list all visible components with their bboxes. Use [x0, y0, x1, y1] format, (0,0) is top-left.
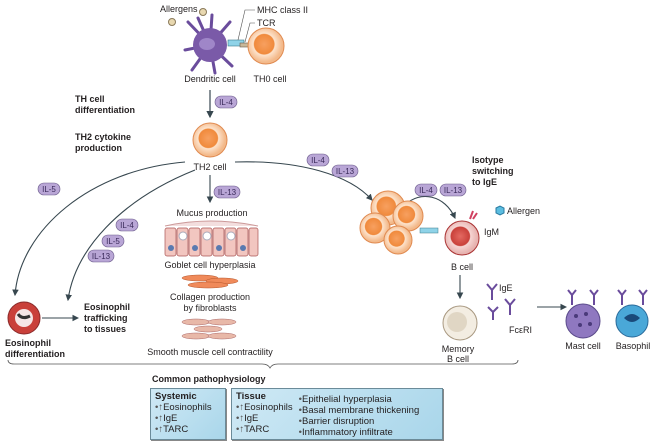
svg-text:IL-4: IL-4: [419, 186, 433, 195]
smooth-muscle-label: Smooth muscle cell contractility: [147, 347, 273, 357]
eos-traf-label: Eosinophil: [84, 302, 130, 312]
svg-text:IL-13: IL-13: [92, 252, 111, 261]
eos-traf-label-3: to tissues: [84, 324, 126, 334]
basophil-label: Basophil: [616, 341, 651, 351]
allergen-label: Allergen: [507, 206, 540, 216]
igm-antibody-icon: [469, 210, 478, 220]
allergens-label: Allergens: [160, 4, 198, 14]
eos-diff-label: Eosinophil: [5, 338, 51, 348]
svg-text:IL-13: IL-13: [336, 167, 355, 176]
th-diff-label-2: differentiation: [75, 105, 135, 115]
igm-label: IgM: [484, 227, 499, 237]
collagen-label: Collagen production: [170, 292, 250, 302]
mast-cell-icon: [565, 289, 601, 339]
il5-pill-icon: IL-5: [37, 182, 61, 196]
tissue-title: Tissue: [236, 391, 266, 402]
fceri-label: FcεRI: [509, 325, 532, 335]
isotype-label-2: switching: [472, 166, 514, 176]
eos-diff-label-2: differentiation: [5, 349, 65, 359]
ige-label: IgE: [499, 283, 513, 293]
th2-cell-icon: [192, 122, 228, 158]
list-item: Eosinophils: [155, 402, 221, 413]
th2-b-cell-cluster-icon: [359, 190, 439, 255]
goblet-label: Goblet cell hyperplasia: [164, 260, 255, 270]
basophil-icon: [615, 289, 649, 338]
il4-pill-icon: IL-4: [306, 153, 330, 167]
b-cell-label: B cell: [451, 262, 473, 272]
systemic-box: Systemic Eosinophils IgE TARC: [150, 388, 226, 440]
il13-pill-icon: IL-13: [439, 183, 467, 197]
list-item: Inflammatory infiltrate: [299, 427, 420, 438]
mucus-label: Mucus production: [176, 208, 247, 218]
goblet-cells-icon: [164, 220, 259, 257]
allergen-particle-icon: [199, 8, 207, 16]
svg-text:IL-4: IL-4: [219, 98, 233, 107]
tcr-label: TCR: [257, 18, 276, 28]
eos-traf-label-2: trafficking: [84, 313, 128, 323]
memory-label: Memory: [442, 344, 475, 354]
list-item: TARC: [236, 424, 293, 435]
list-item: Basal membrane thickening: [299, 405, 419, 416]
list-item: TARC: [155, 424, 221, 435]
isotype-label-3: to IgE: [472, 177, 497, 187]
il4-pill-icon: IL-4: [214, 95, 238, 109]
b-cell-icon: [444, 220, 480, 256]
memory-label-2: B cell: [447, 354, 469, 364]
ige-antibody-icon: [486, 283, 516, 320]
th0-cell-label: TH0 cell: [253, 74, 286, 84]
dendritic-cell-icon: [183, 13, 234, 75]
svg-text:IL-13: IL-13: [444, 186, 463, 195]
th2-prod-label: TH2 cytokine: [75, 132, 131, 142]
list-item: Eosinophils: [236, 402, 293, 413]
th0-cell-icon: [247, 27, 285, 65]
isotype-label: Isotype: [472, 155, 504, 165]
list-item: Barrier disruption: [299, 416, 420, 427]
th2-cell-label: TH2 cell: [193, 162, 226, 172]
brace-divider: [7, 359, 519, 369]
svg-text:IL-5: IL-5: [42, 185, 56, 194]
svg-text:IL-13: IL-13: [218, 188, 237, 197]
dendritic-cell-label: Dendritic cell: [184, 74, 236, 84]
svg-text:IL-4: IL-4: [311, 156, 325, 165]
allergen-particle-icon: [168, 18, 176, 26]
tissue-box: Tissue Eosinophils IgE TARC Epithelial h…: [231, 388, 443, 440]
il4-pill-icon: IL-4: [414, 183, 438, 197]
il4-pill-icon: IL-4: [115, 218, 139, 232]
svg-text:IL-5: IL-5: [106, 237, 120, 246]
mast-cell-label: Mast cell: [565, 341, 601, 351]
il13-pill-icon: IL-13: [331, 164, 359, 178]
collagen-label-2: by fibroblasts: [183, 303, 237, 313]
eosinophil-icon: [7, 301, 41, 335]
list-item: IgE: [236, 413, 293, 424]
mhc-label: MHC class II: [257, 5, 308, 15]
svg-text:IL-4: IL-4: [120, 221, 134, 230]
list-item: IgE: [155, 413, 221, 424]
list-item: Epithelial hyperplasia: [299, 394, 420, 405]
th2-prod-label-2: production: [75, 143, 122, 153]
il13-pill-icon: IL-13: [213, 185, 241, 199]
smooth-muscle-icon: [181, 318, 237, 340]
systemic-title: Systemic: [155, 391, 197, 402]
il5-pill-icon: IL-5: [101, 234, 125, 248]
allergen-hexagon-icon: [495, 205, 505, 216]
fibroblast-icon: [181, 274, 239, 289]
il13-pill-icon: IL-13: [87, 249, 115, 263]
th-diff-label: TH cell: [75, 94, 105, 104]
pathophysiology-title: Common pathophysiology: [152, 374, 266, 384]
